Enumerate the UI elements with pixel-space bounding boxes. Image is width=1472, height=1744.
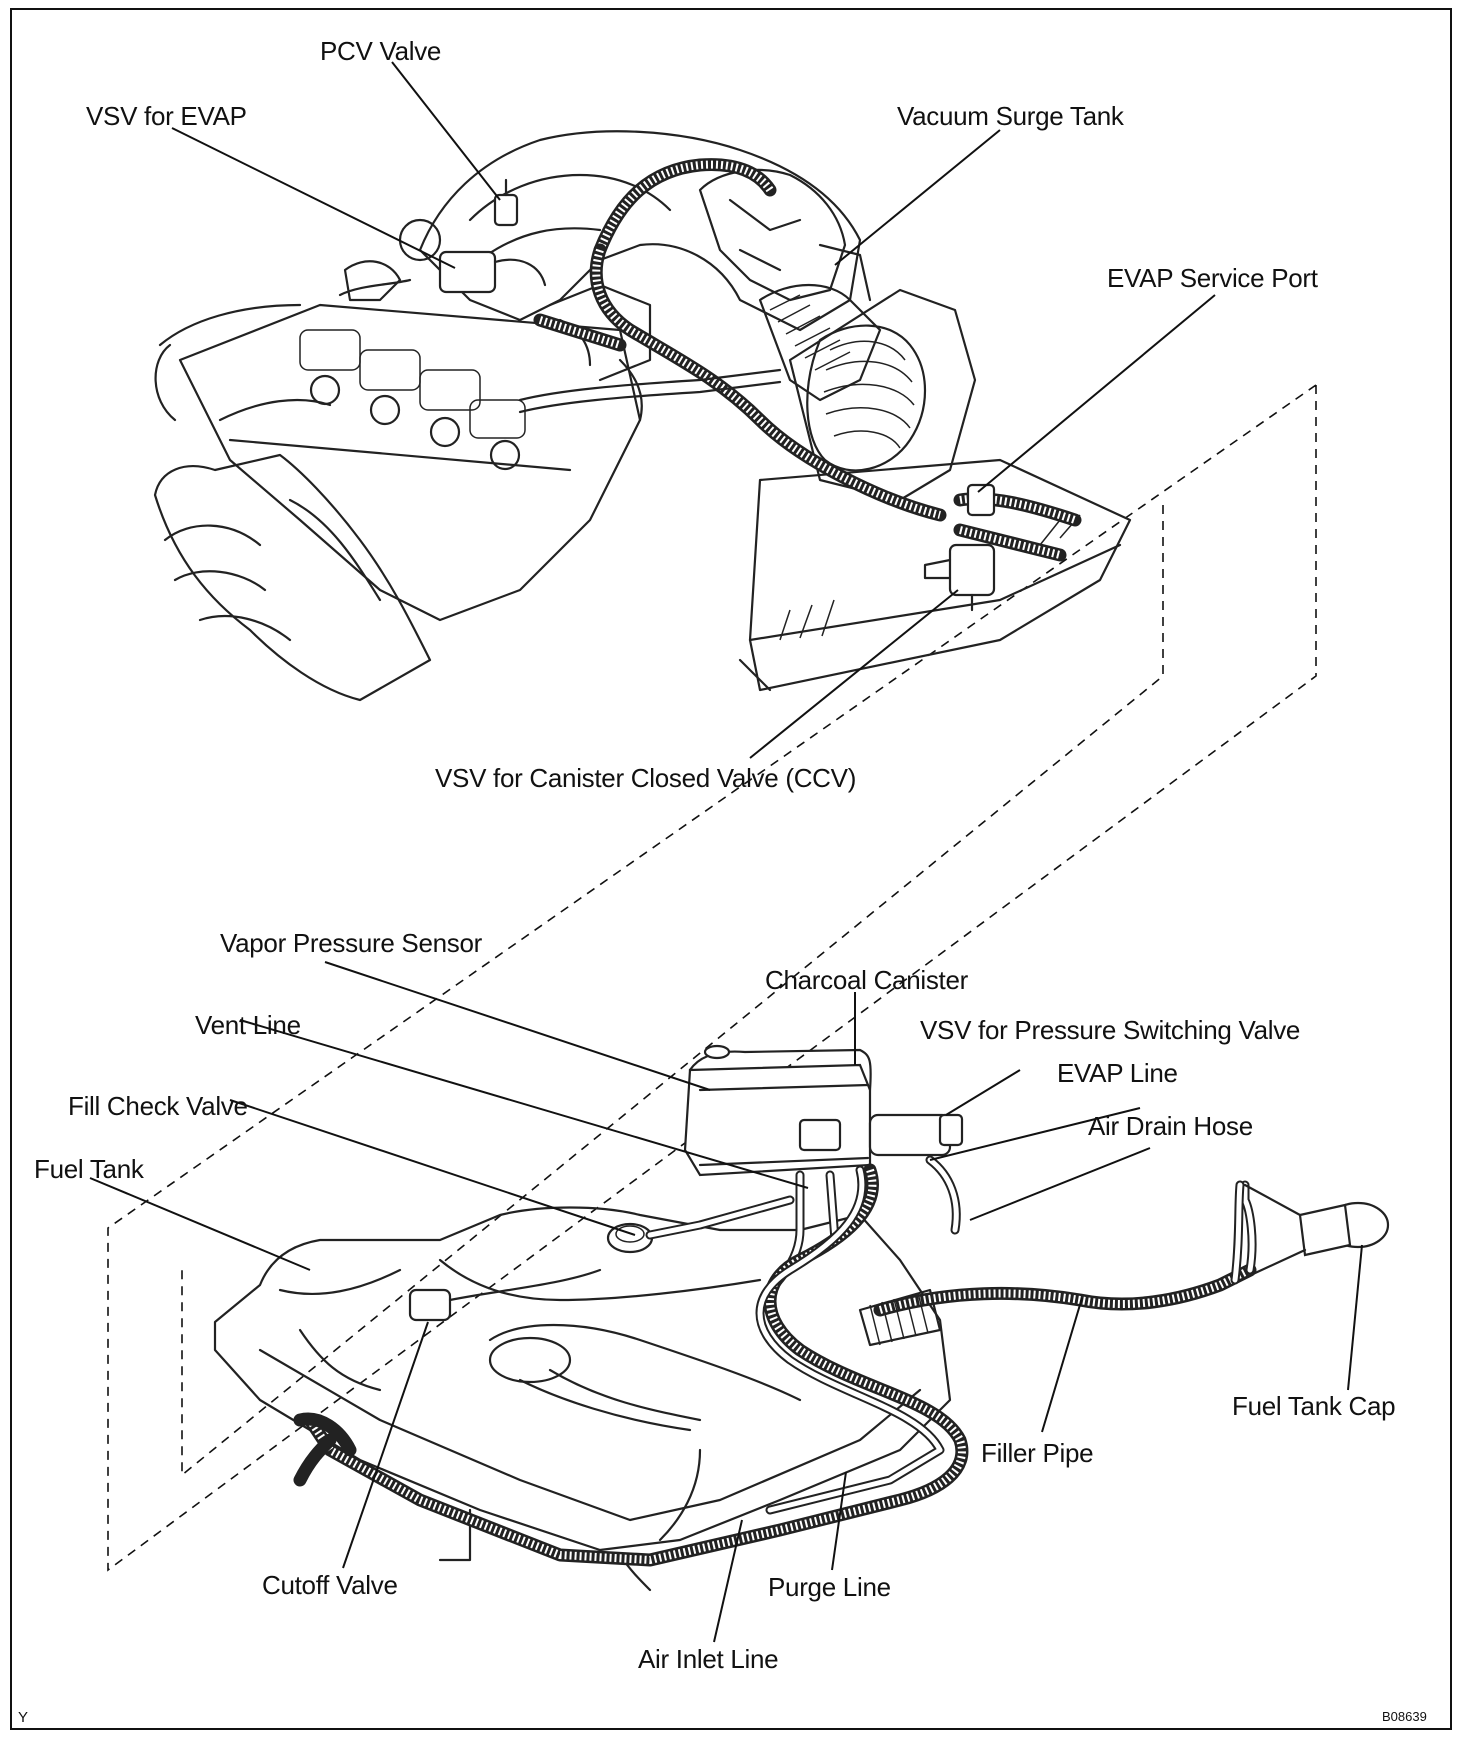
label-evap-line: EVAP Line bbox=[1057, 1058, 1178, 1088]
label-air-inlet-line: Air Inlet Line bbox=[638, 1644, 779, 1674]
label-vent-line: Vent Line bbox=[195, 1010, 301, 1040]
corner-mark-left: Y bbox=[18, 1709, 29, 1726]
label-fill-check-valve: Fill Check Valve bbox=[68, 1091, 248, 1121]
label-cutoff-valve: Cutoff Valve bbox=[262, 1570, 398, 1600]
label-vapor-pressure-sensor: Vapor Pressure Sensor bbox=[220, 928, 483, 958]
corner-mark-right: B08639 bbox=[1382, 1709, 1427, 1724]
label-purge-line: Purge Line bbox=[768, 1572, 891, 1602]
label-fuel-tank-cap: Fuel Tank Cap bbox=[1232, 1391, 1396, 1421]
label-vacuum-surge-tank: Vacuum Surge Tank bbox=[897, 101, 1124, 131]
diagram-frame bbox=[10, 8, 1452, 1730]
label-charcoal-canister: Charcoal Canister bbox=[765, 965, 968, 995]
label-fuel-tank: Fuel Tank bbox=[34, 1154, 144, 1184]
label-vsv-ccv: VSV for Canister Closed Valve (CCV) bbox=[435, 763, 857, 793]
label-filler-pipe: Filler Pipe bbox=[981, 1438, 1094, 1468]
label-air-drain-hose: Air Drain Hose bbox=[1088, 1111, 1253, 1141]
fuel-tank-illustration bbox=[213, 1044, 1390, 1592]
label-vsv-pressure-switching: VSV for Pressure Switching Valve bbox=[920, 1015, 1301, 1045]
label-pcv-valve: PCV Valve bbox=[320, 36, 442, 66]
label-evap-service-port: EVAP Service Port bbox=[1107, 263, 1318, 293]
label-vsv-evap: VSV for EVAP bbox=[86, 101, 247, 131]
leader-lines bbox=[89, 61, 1363, 1643]
engine-illustration bbox=[153, 130, 1132, 702]
projection-lines bbox=[107, 384, 1317, 1572]
